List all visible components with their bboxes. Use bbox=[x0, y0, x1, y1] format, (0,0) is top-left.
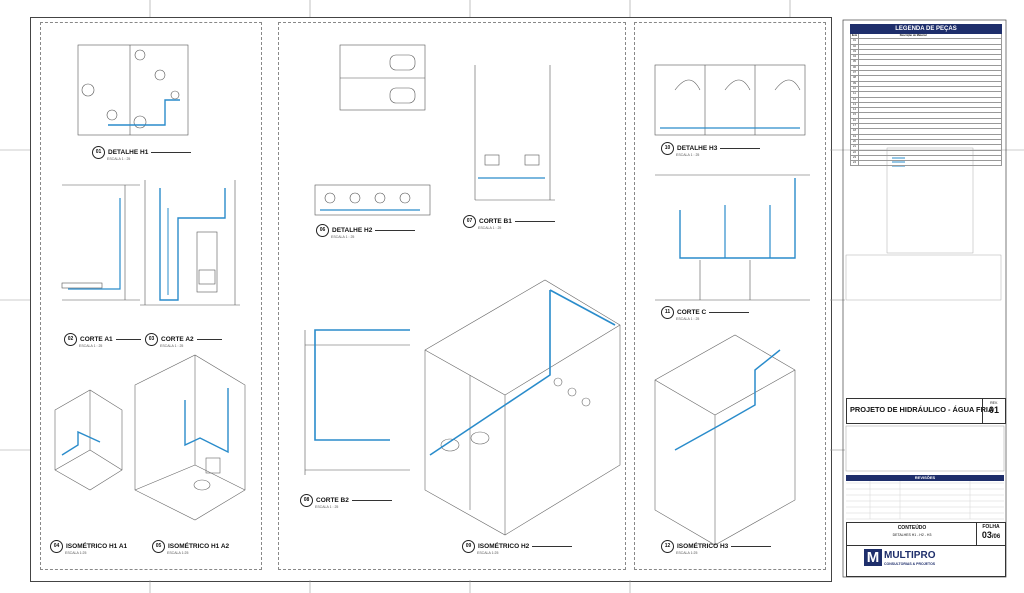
legend-row-number: 10 bbox=[851, 86, 859, 92]
revision-box: REV. 01 bbox=[982, 399, 1005, 423]
iso-h1-a1 bbox=[54, 389, 123, 491]
legend-row-number: 07 bbox=[851, 71, 859, 76]
company-logo-box: M MULTIPRO CONSULTORIAS & PROJETOS bbox=[846, 545, 1006, 577]
legend-row: 10 bbox=[850, 86, 1002, 93]
company-logo-icon: M bbox=[864, 549, 882, 566]
content-title: CONTEÚDO bbox=[897, 525, 927, 531]
legend-header: Item Descrição do Material bbox=[850, 34, 1002, 40]
legend-row-number: 20 bbox=[851, 139, 859, 145]
legend-row-number: 01 bbox=[851, 39, 859, 44]
legend-row: 23 bbox=[850, 155, 1002, 162]
legend-row: 01 bbox=[850, 39, 1002, 45]
iso-h3 bbox=[654, 334, 796, 546]
iso-h2 bbox=[424, 279, 621, 536]
legend-row-number: 09 bbox=[851, 81, 859, 86]
legend-row: 12 bbox=[850, 97, 1002, 103]
legend-row-number: 02 bbox=[851, 44, 859, 49]
legend-row: 21 bbox=[850, 145, 1002, 151]
section-b1 bbox=[474, 65, 555, 201]
legend-row: 03 bbox=[850, 49, 1002, 56]
content-subtitle: DETALHES H1 - H2 - H3 bbox=[892, 533, 932, 537]
project-title-box: PROJETO DE HIDRÁULICO - ÁGUA FRIA REV. 0… bbox=[846, 398, 1006, 424]
legend-row-number: 23 bbox=[851, 155, 859, 161]
project-title: PROJETO DE HIDRÁULICO - ÁGUA FRIA bbox=[850, 405, 994, 414]
legend-row-number: 08 bbox=[851, 76, 859, 81]
legend-row: 08 bbox=[850, 76, 1002, 82]
company-name: MULTIPRO bbox=[884, 550, 936, 561]
legend-row-number: 15 bbox=[851, 113, 859, 118]
legend-row-number: 03 bbox=[851, 49, 859, 55]
legend-row-number: 05 bbox=[851, 60, 859, 65]
legend-row: 15 bbox=[850, 113, 1002, 119]
panel-h3 bbox=[634, 22, 826, 570]
legend-row-number: 06 bbox=[851, 65, 859, 71]
legend-row: 16 bbox=[850, 118, 1002, 125]
legend-row-number: 16 bbox=[851, 118, 859, 123]
section-a2 bbox=[140, 180, 240, 306]
revision-number: 01 bbox=[988, 405, 999, 415]
section-a1 bbox=[61, 184, 140, 301]
panel-h2 bbox=[278, 22, 626, 570]
legend-row-number: 12 bbox=[851, 97, 859, 102]
legend-row: 22 bbox=[850, 150, 1002, 156]
legend-row: 11 bbox=[850, 92, 1002, 98]
legend-row: 17 bbox=[850, 124, 1002, 130]
section-c bbox=[655, 174, 810, 301]
detail-h3-plan bbox=[654, 64, 806, 136]
legend-row: 20 bbox=[850, 139, 1002, 146]
sheet-number-box: FOLHA 03/06 bbox=[976, 523, 1005, 545]
legend-row: 07 bbox=[850, 71, 1002, 77]
pipe-h1-plan bbox=[108, 99, 180, 126]
legend-row-number: 22 bbox=[851, 150, 859, 155]
sheet-number: 03/06 bbox=[981, 530, 1001, 540]
legend-row-number: 24 bbox=[851, 161, 859, 166]
panel-h1 bbox=[40, 22, 262, 570]
detail-h1-plan bbox=[77, 44, 189, 136]
legend-row: 13 bbox=[850, 102, 1002, 109]
legend-row: 02 bbox=[850, 44, 1002, 50]
legend-row-number: 19 bbox=[851, 134, 859, 139]
legend-row: 09 bbox=[850, 81, 1002, 87]
legend-row: 05 bbox=[850, 60, 1002, 66]
content-box: CONTEÚDO DETALHES H1 - H2 - H3 FOLHA 03/… bbox=[846, 522, 1006, 546]
legend-row-number: 11 bbox=[851, 92, 859, 97]
legend-row-number: 04 bbox=[851, 55, 859, 60]
legend-row: 19 bbox=[850, 134, 1002, 140]
legend-row-number: 18 bbox=[851, 129, 859, 134]
drawing-frame bbox=[30, 17, 832, 582]
legend-row-number: 21 bbox=[851, 145, 859, 150]
legend-row-number: 14 bbox=[851, 108, 859, 113]
iso-h1-a2 bbox=[134, 354, 246, 521]
legend-row: 24 bbox=[850, 161, 1002, 167]
revisions-title: REVISÕES bbox=[846, 475, 1004, 481]
legend-row: 04 bbox=[850, 55, 1002, 61]
legend-row: 18 bbox=[850, 129, 1002, 135]
company-tagline: CONSULTORIAS & PROJETOS bbox=[884, 562, 936, 566]
legend-symbols bbox=[887, 148, 973, 253]
legend-row-number: 13 bbox=[851, 102, 859, 108]
legend-row: 14 bbox=[850, 108, 1002, 114]
section-b2 bbox=[304, 330, 410, 475]
legend-title: LEGENDA DE PEÇAS bbox=[850, 24, 1002, 34]
legend-row-number: 17 bbox=[851, 124, 859, 129]
legend-row: 06 bbox=[850, 65, 1002, 72]
detail-h2-plan bbox=[314, 44, 431, 216]
